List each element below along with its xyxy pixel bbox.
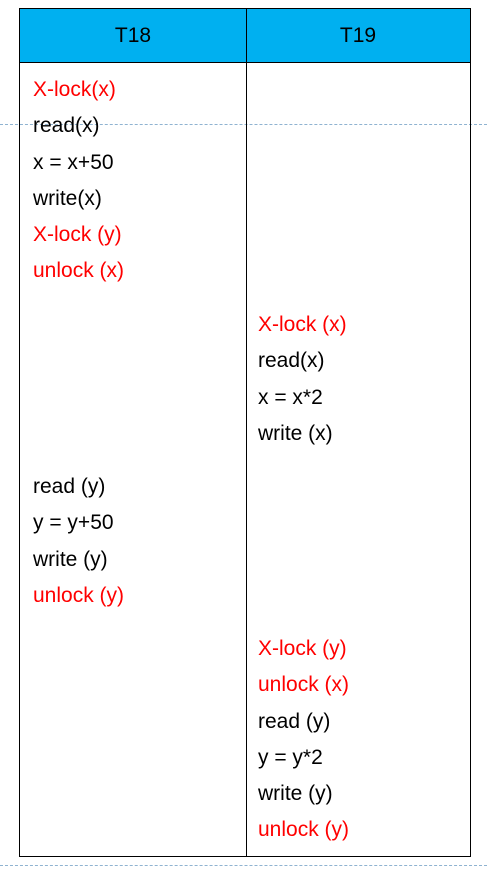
bottom-guide-line xyxy=(0,865,487,866)
data-operation: x = x*2 xyxy=(258,385,323,409)
data-operation: read(x) xyxy=(258,349,325,373)
data-operation: read(x) xyxy=(33,114,100,138)
data-operation: write (y) xyxy=(33,547,108,571)
header-row: T18 T19 xyxy=(20,9,470,63)
data-operation: x = x+50 xyxy=(33,150,114,174)
data-operation: write (y) xyxy=(258,782,333,806)
data-operation: write(x) xyxy=(33,186,102,210)
lock-schedule-table: T18 T19 X-lock(x) read(x) x = x+50 write(x)… xyxy=(19,8,471,857)
header-t18: T18 xyxy=(114,24,152,47)
data-operation: read (y) xyxy=(33,475,106,498)
column-divider xyxy=(246,9,247,856)
data-operation: read (y) xyxy=(258,709,331,733)
t18-operations-block-2: read (y) y = y+50 write (y) unlock (y) xyxy=(33,469,124,614)
lock-operation: X-lock(x) xyxy=(33,78,116,101)
header-t19: T19 xyxy=(339,24,377,47)
lock-operation: unlock (y) xyxy=(33,583,125,607)
lock-operation: unlock (y) xyxy=(258,818,350,842)
data-operation: y = y+50 xyxy=(33,511,114,535)
t19-operations-block-1: X-lock (x) read(x) x = x*2 write (x) xyxy=(258,307,347,452)
lock-operation: X-lock (y) xyxy=(33,223,122,247)
lock-operation: X-lock (y) xyxy=(258,637,347,660)
lock-operation: unlock (x) xyxy=(33,259,125,283)
lock-operation: X-lock (x) xyxy=(258,313,347,336)
data-operation: y = y*2 xyxy=(258,745,323,769)
lock-operation: unlock (x) xyxy=(258,673,350,697)
data-operation: write (x) xyxy=(258,421,333,445)
t19-operations-block-2: X-lock (y) unlock (x) read (y) y = y*2 write… xyxy=(258,631,349,849)
top-guide-line xyxy=(0,124,487,125)
t18-operations-block-1: X-lock(x) read(x) x = x+50 write(x) X-lock (… xyxy=(33,72,124,290)
